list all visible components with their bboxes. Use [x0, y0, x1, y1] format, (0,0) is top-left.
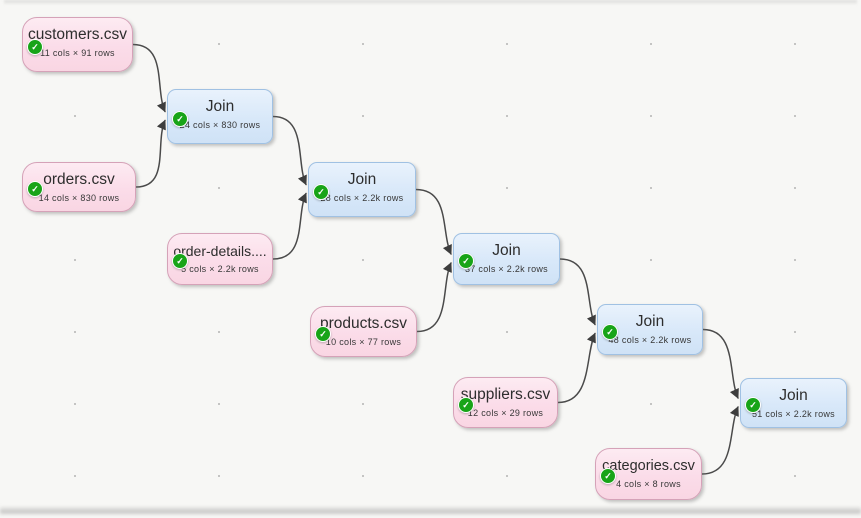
node-join1[interactable]: ✓ Join 24 cols × 830 rows [167, 89, 273, 144]
node-categories[interactable]: ✓categories.csv 4 cols × 8 rows [595, 448, 702, 500]
grid-dot [650, 403, 652, 405]
node-join4[interactable]: ✓ Join 48 cols × 2.2k rows [597, 304, 703, 355]
status-check-icon: ✓ [745, 397, 761, 413]
node-title: orders.csv [43, 171, 115, 188]
grid-dot [650, 259, 652, 261]
status-check-icon: ✓ [27, 38, 43, 55]
connector-orders-to-join1 [135, 119, 166, 188]
node-stats: 14 cols × 830 rows [38, 193, 120, 203]
node-stats: 4 cols × 8 rows [616, 479, 681, 489]
grid-dot [362, 259, 364, 261]
status-check-icon: ✓ [600, 468, 616, 484]
grid-dot [794, 187, 796, 189]
grid-dot [506, 43, 508, 45]
grid-dot [650, 115, 652, 117]
grid-dot [794, 331, 796, 333]
node-title: categories.csv [602, 458, 695, 474]
connector-order-details-to-join2 [272, 192, 307, 260]
grid-dot [74, 331, 76, 333]
connector-categories-to-join5 [701, 406, 739, 475]
grid-dot [362, 403, 364, 405]
grid-dot [794, 475, 796, 477]
node-customers[interactable]: ✓customers.csv 11 cols × 91 rows [22, 17, 133, 72]
grid-dot [506, 187, 508, 189]
status-check-icon: ✓ [172, 110, 188, 127]
node-stats: 28 cols × 2.2k rows [320, 193, 404, 203]
node-stats: 37 cols × 2.2k rows [465, 264, 548, 274]
node-join2[interactable]: ✓ Join 28 cols × 2.2k rows [308, 162, 416, 217]
connector-join1-to-join2 [272, 115, 307, 186]
node-title: Join [635, 313, 665, 330]
grid-dot [74, 475, 76, 477]
node-suppliers[interactable]: ✓suppliers.csv 12 cols × 29 rows [453, 377, 558, 428]
node-stats: 24 cols × 830 rows [179, 120, 261, 130]
grid-dot [794, 259, 796, 261]
status-check-icon: ✓ [458, 253, 474, 269]
node-title: Join [779, 387, 808, 404]
grid-dot [218, 403, 220, 405]
node-stats: 51 cols × 2.2k rows [752, 409, 835, 419]
grid-dot [74, 115, 76, 117]
status-check-icon: ✓ [313, 183, 329, 200]
grid-dot [794, 115, 796, 117]
node-join5[interactable]: ✓ Join 51 cols × 2.2k rows [740, 378, 847, 428]
node-title: Join [205, 98, 235, 115]
connector-join2-to-join3 [415, 188, 452, 255]
grid-dot [650, 187, 652, 189]
node-title: Join [347, 171, 377, 188]
grid-dot [506, 475, 508, 477]
node-stats: 12 cols × 29 rows [467, 408, 544, 418]
node-products[interactable]: ✓products.csv 10 cols × 77 rows [310, 306, 417, 357]
status-check-icon: ✓ [172, 253, 188, 269]
node-title: products.csv [319, 315, 407, 332]
node-order-details[interactable]: ✓order-details.... 5 cols × 2.2k rows [167, 233, 273, 285]
status-check-icon: ✓ [602, 323, 618, 340]
grid-dot [794, 43, 796, 45]
node-title: suppliers.csv [460, 386, 551, 403]
grid-dot [506, 115, 508, 117]
connector-join4-to-join5 [702, 328, 739, 399]
node-orders[interactable]: ✓orders.csv 14 cols × 830 rows [22, 162, 136, 212]
grid-dot [362, 115, 364, 117]
grid-dot [218, 43, 220, 45]
status-check-icon: ✓ [27, 181, 43, 197]
node-stats: 48 cols × 2.2k rows [608, 335, 692, 345]
grid-dot [74, 403, 76, 405]
grid-dot [362, 475, 364, 477]
node-stats: 5 cols × 2.2k rows [181, 264, 259, 274]
node-title: customers.csv [28, 26, 127, 43]
node-title: Join [492, 242, 521, 259]
grid-dot [218, 331, 220, 333]
status-check-icon: ✓ [458, 396, 474, 413]
grid-dot [650, 43, 652, 45]
node-stats: 10 cols × 77 rows [325, 337, 402, 347]
node-join3[interactable]: ✓ Join 37 cols × 2.2k rows [453, 233, 560, 285]
node-stats: 11 cols × 91 rows [40, 48, 115, 58]
node-title: order-details.... [173, 243, 267, 259]
connector-join3-to-join4 [559, 258, 596, 326]
grid-dot [362, 43, 364, 45]
grid-dot [218, 187, 220, 189]
grid-dot [218, 475, 220, 477]
grid-dot [74, 259, 76, 261]
connector-suppliers-to-join4 [557, 332, 596, 404]
connector-customers-to-join1 [132, 43, 166, 113]
connector-products-to-join3 [416, 262, 452, 333]
status-check-icon: ✓ [315, 325, 331, 342]
grid-dot [506, 331, 508, 333]
